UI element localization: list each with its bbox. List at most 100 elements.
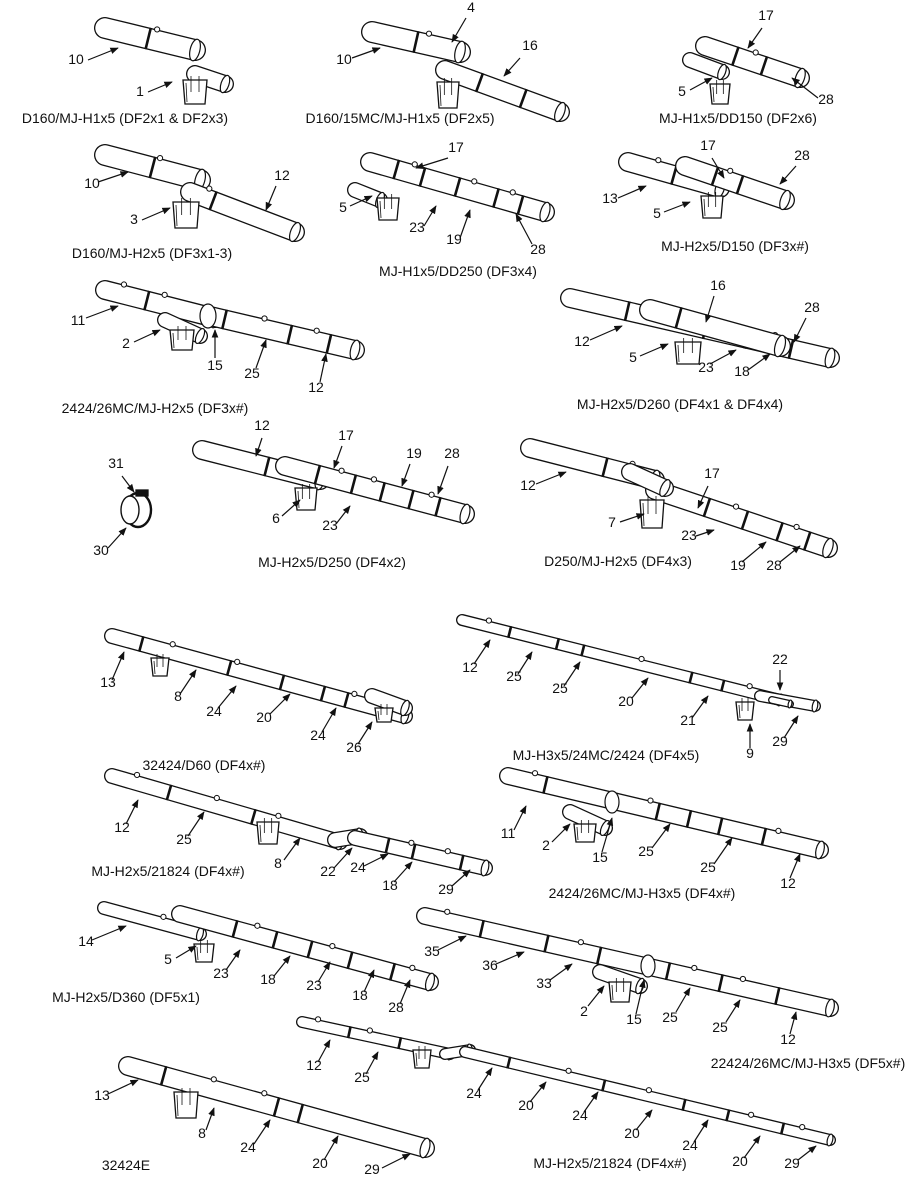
- coupling-ring: [775, 521, 784, 542]
- coupling-ring: [412, 30, 420, 54]
- callout-number: 11: [501, 825, 516, 841]
- pipe-segment: [361, 21, 471, 64]
- coupling-ring: [453, 177, 462, 197]
- callout-leader: [639, 343, 669, 357]
- callout-number: 13: [100, 674, 116, 690]
- assembly-caption: D160/15MC/MJ-H1x5 (DF2x5): [305, 110, 494, 126]
- callout-number: 25: [506, 668, 522, 684]
- callout-number: 18: [382, 877, 398, 893]
- saddle-bracket: [182, 76, 208, 105]
- callout-number: 20: [312, 1155, 328, 1171]
- callout-leader: [635, 1109, 653, 1131]
- callout-leader: [107, 1079, 139, 1095]
- callout-number: 1: [136, 83, 144, 99]
- pipe-stud: [261, 315, 268, 322]
- callout-leader: [705, 295, 715, 323]
- coupling-ring: [458, 854, 465, 871]
- assembly-caption: 22424/26MC/MJ-H3x5 (DF5x#): [711, 1055, 906, 1071]
- callout-number: 16: [710, 277, 726, 293]
- callout-number: 23: [306, 977, 322, 993]
- callout-leader: [589, 325, 623, 341]
- coupling-ring: [208, 190, 218, 211]
- callout-number: 24: [466, 1085, 482, 1101]
- callout-leader: [217, 685, 237, 709]
- callout-leader: [601, 817, 614, 853]
- coupling-ring: [681, 1098, 687, 1111]
- coupling-ring: [601, 1079, 607, 1092]
- callout-number: 28: [818, 91, 834, 107]
- pipe-stud: [691, 964, 698, 972]
- coupling-ring: [225, 659, 233, 677]
- coupling-ring: [325, 333, 333, 354]
- pipe-segment: [118, 1056, 435, 1159]
- callout-leader: [675, 987, 691, 1013]
- pipe-stud: [471, 178, 478, 185]
- coupling-ring: [392, 159, 401, 180]
- callout-leader: [711, 157, 725, 179]
- callout-number: 22: [772, 651, 788, 667]
- callout-number: 26: [346, 739, 362, 755]
- coupling-ring: [580, 644, 586, 657]
- callout-number: 19: [406, 445, 422, 461]
- callout-leader: [747, 353, 771, 371]
- coupling-ring: [306, 940, 314, 959]
- callout-number: 23: [681, 527, 697, 543]
- callout-number: 2: [122, 335, 130, 351]
- coupling-ring: [516, 195, 525, 215]
- assembly-caption: 32424/D60 (DF4x#): [143, 757, 266, 773]
- callout-number: 24: [240, 1139, 256, 1155]
- coupling-ring: [278, 674, 286, 691]
- callout-number: 22: [320, 863, 336, 879]
- callout-leader: [141, 207, 171, 221]
- pipe-stud: [645, 1087, 653, 1094]
- coupling-ring: [407, 489, 415, 510]
- pipe-stud: [161, 291, 168, 298]
- pipe-stud: [338, 467, 345, 474]
- callout-leader: [551, 823, 571, 843]
- coupling-ring: [506, 625, 513, 639]
- callout-number: 36: [482, 957, 498, 973]
- callout-leader: [451, 17, 467, 43]
- assembly-caption: MJ-H2x5/D260 (DF4x1 & DF4x4): [577, 396, 783, 412]
- callout-number: 17: [704, 465, 720, 481]
- coupling-ring: [349, 474, 358, 495]
- coupling-ring: [595, 946, 603, 965]
- assembly-caption: MJ-H2x5/D150 (DF3x#): [661, 238, 809, 254]
- callout-leader: [317, 961, 331, 983]
- callout-number: 29: [772, 733, 788, 749]
- callout-number: 12: [274, 167, 290, 183]
- assembly-caption: MJ-H2x5/D360 (DF5x1): [52, 989, 200, 1005]
- coupling-ring: [137, 635, 145, 653]
- coupling-ring: [717, 974, 724, 993]
- callout-number: 8: [274, 855, 282, 871]
- callout-number: 18: [260, 971, 276, 987]
- callout-leader: [517, 651, 533, 675]
- callout-number: 11: [71, 312, 86, 328]
- callout-leader: [255, 339, 267, 369]
- callout-leader: [529, 1081, 547, 1103]
- pipe-segment: [416, 907, 839, 1018]
- pipe-stud: [156, 155, 164, 162]
- callout-number: 5: [629, 349, 637, 365]
- callout-number: 15: [207, 357, 223, 373]
- coupling-ring: [144, 27, 153, 50]
- callout-leader: [205, 1107, 215, 1131]
- callout-number: 17: [700, 137, 716, 153]
- coupling-ring: [492, 188, 500, 208]
- coupling-ring: [410, 843, 417, 860]
- callout-number: 20: [732, 1153, 748, 1169]
- coupling-ring: [601, 457, 609, 478]
- callout-leader: [111, 651, 125, 681]
- coupling-ring: [623, 301, 631, 322]
- callout-number: 28: [804, 299, 820, 315]
- pipe-stud: [655, 157, 662, 164]
- coupling-ring: [148, 156, 157, 179]
- callout-leader: [631, 677, 649, 699]
- callout-number: 24: [350, 859, 366, 875]
- callout-leader: [323, 1135, 339, 1161]
- pipe-segment: [97, 901, 207, 942]
- coupling-ring: [710, 166, 720, 187]
- pipe-stud: [313, 327, 320, 334]
- callout-leader: [333, 445, 343, 469]
- pipe-segment: [675, 156, 795, 211]
